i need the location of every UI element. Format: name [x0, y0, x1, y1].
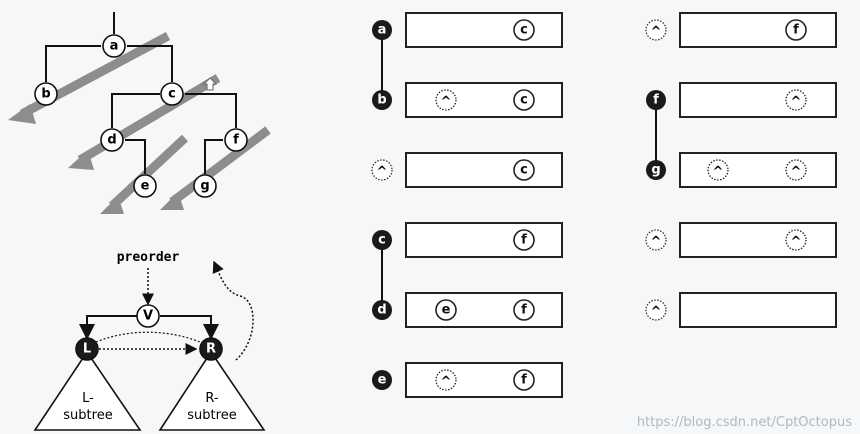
svg-text:f: f [233, 133, 239, 148]
right-step-4: ^^ [645, 222, 837, 258]
current-node-marker: a [372, 20, 392, 40]
svg-text:b: b [41, 87, 50, 102]
left-step-3: ^c [371, 152, 563, 188]
tree-node-b: b [34, 82, 58, 106]
svg-text:d: d [377, 303, 386, 318]
svg-text:^: ^ [651, 25, 662, 40]
null-node-marker: ^ [371, 159, 393, 181]
svg-text:^: ^ [651, 305, 662, 320]
right-step-1: ^f [645, 12, 837, 48]
svg-text:^: ^ [713, 165, 724, 180]
current-node-marker: e [372, 370, 392, 390]
tree-node-e: e [133, 174, 157, 198]
svg-text:R: R [206, 342, 216, 357]
tree-node-a: a [102, 34, 126, 58]
tree-node-g: g [193, 174, 217, 198]
svg-text:f: f [653, 93, 659, 108]
svg-text:f: f [521, 303, 527, 318]
left-step-6: e ^ f [372, 362, 563, 398]
svg-text:^: ^ [791, 235, 802, 250]
tree-node-f: f [224, 128, 248, 152]
preorder-schema: preorder L- subtree R- subtree V L R [33, 250, 266, 431]
left-step-2: b ^ c [372, 82, 563, 118]
right-subtree-label-1: R- [205, 391, 219, 406]
right-step-3: g ^ ^ [646, 152, 837, 188]
svg-text:c: c [520, 163, 528, 178]
svg-text:c: c [520, 23, 528, 38]
svg-text:c: c [168, 87, 176, 102]
svg-text:c: c [520, 93, 528, 108]
svg-text:^: ^ [791, 165, 802, 180]
current-node-marker: g [646, 160, 666, 180]
schema-node-r: R [199, 337, 223, 361]
tree-edges [45, 12, 237, 174]
null-node-marker: ^ [645, 229, 667, 251]
stack-item: ^ [785, 229, 807, 251]
steps-right-column: ^ff^g^^^^^ [645, 12, 837, 328]
step-connectors [381, 30, 657, 310]
svg-text:^: ^ [441, 375, 452, 390]
stack-item: ^ [785, 89, 807, 111]
svg-text:e: e [378, 373, 387, 388]
svg-text:f: f [521, 233, 527, 248]
svg-text:d: d [107, 133, 116, 148]
left-subtree-label-2: subtree [63, 408, 112, 423]
stack-item: f [513, 369, 535, 391]
current-node-marker: d [372, 300, 392, 320]
svg-text:a: a [378, 23, 387, 38]
left-step-5: d e f [372, 292, 563, 328]
svg-text:^: ^ [377, 165, 388, 180]
stack-item: ^ [435, 369, 457, 391]
right-subtree-triangle [158, 350, 266, 431]
svg-text:^: ^ [441, 95, 452, 110]
svg-text:e: e [141, 179, 150, 194]
svg-text:L: L [83, 342, 91, 357]
left-subtree-triangle [33, 350, 142, 431]
stack-item: ^ [707, 159, 729, 181]
current-node-marker: b [372, 90, 392, 110]
svg-text:^: ^ [651, 235, 662, 250]
stack-item: ^ [785, 159, 807, 181]
svg-text:a: a [110, 39, 119, 54]
right-subtree-label-2: subtree [187, 408, 236, 423]
svg-text:g: g [200, 179, 209, 194]
current-node-marker: c [372, 230, 392, 250]
pointer-icon [202, 77, 218, 91]
svg-text:g: g [651, 163, 660, 178]
null-node-marker: ^ [645, 299, 667, 321]
preorder-label: preorder [117, 250, 180, 265]
svg-text:V: V [143, 309, 153, 324]
svg-text:c: c [378, 233, 386, 248]
stack-item: f [513, 299, 535, 321]
left-subtree-label-1: L- [82, 391, 94, 406]
stack-item: ^ [435, 89, 457, 111]
stack-item: f [785, 19, 807, 41]
stack-item: c [513, 19, 535, 41]
stack-item: e [435, 299, 457, 321]
right-step-2: f^ [646, 82, 837, 118]
stack-item: c [513, 159, 535, 181]
right-step-5: ^ [645, 292, 837, 328]
svg-text:b: b [377, 93, 386, 108]
stack-item: f [513, 229, 535, 251]
tree-node-d: d [100, 128, 124, 152]
stack-item: c [513, 89, 535, 111]
null-node-marker: ^ [645, 19, 667, 41]
svg-text:f: f [521, 373, 527, 388]
tree-node-c: c [160, 82, 184, 106]
svg-text:^: ^ [791, 95, 802, 110]
current-node-marker: f [646, 90, 666, 110]
svg-text:e: e [442, 303, 451, 318]
schema-node-v: V [136, 304, 160, 328]
binary-tree: a b c d e f g [8, 12, 271, 214]
watermark: https://blog.csdn.net/CptOctopus [636, 415, 852, 430]
schema-node-l: L [75, 337, 99, 361]
svg-text:f: f [793, 23, 799, 38]
